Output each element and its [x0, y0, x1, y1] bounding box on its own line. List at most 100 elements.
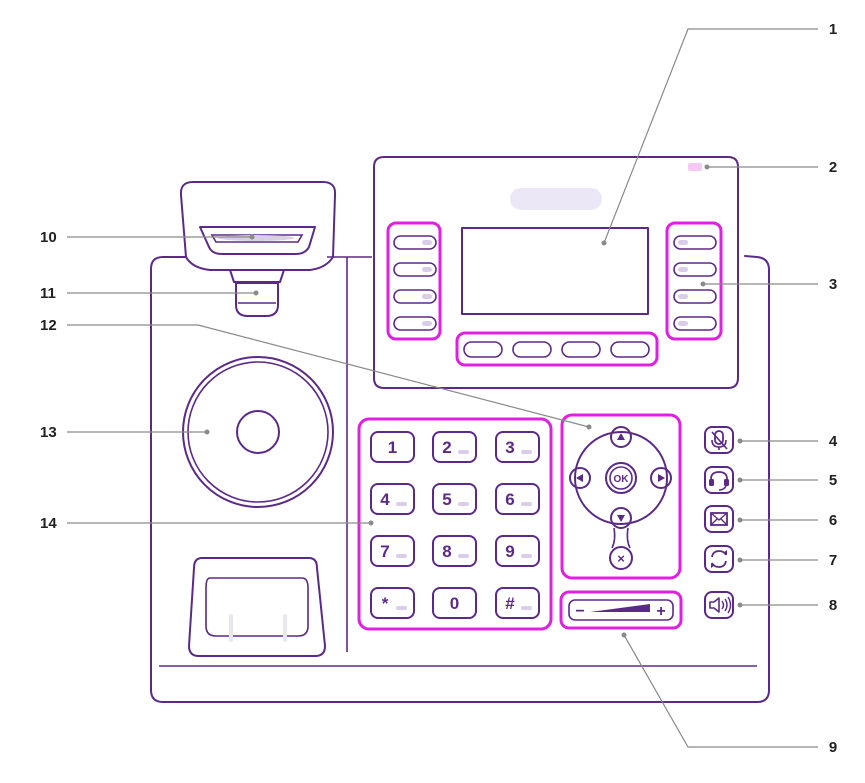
keypad-key-marker	[458, 502, 469, 506]
redial-icon	[711, 550, 727, 568]
cancel-button[interactable]: ×	[609, 546, 633, 570]
keypad-key-label: *	[382, 594, 389, 613]
callout-5: 5	[829, 472, 837, 489]
ok-label: OK	[614, 474, 630, 485]
keypad-key-label: 0	[450, 594, 459, 613]
keypad-key-1[interactable]: 1	[370, 431, 415, 463]
callout-6: 6	[829, 512, 837, 529]
keypad-key-8[interactable]: 8	[432, 535, 477, 567]
keypad-key-marker	[458, 554, 469, 558]
keypad-key-5[interactable]: 5	[432, 483, 477, 515]
nav-right-button[interactable]	[650, 467, 672, 489]
line-key[interactable]	[673, 289, 717, 304]
soft-key[interactable]	[610, 341, 650, 358]
speakerphone-button[interactable]	[704, 591, 734, 619]
cancel-icon: ×	[617, 551, 625, 566]
soft-keys	[455, 331, 659, 367]
callout-7: 7	[829, 552, 837, 569]
headset-button[interactable]	[704, 466, 734, 494]
keypad-key-label: 4	[380, 490, 390, 509]
keypad-key-marker	[396, 554, 407, 558]
keypad: 1 2 3 4 5 6 7 8 9 * 0 #	[357, 417, 553, 631]
message-button[interactable]	[704, 505, 734, 533]
keypad-key-marker	[458, 450, 469, 454]
volume-minus-icon: −	[575, 603, 584, 620]
soft-key[interactable]	[463, 341, 503, 358]
keypad-key-7[interactable]: 7	[370, 535, 415, 567]
callout-13: 13	[40, 424, 57, 441]
keypad-key-6[interactable]: 6	[495, 483, 540, 515]
volume-bar[interactable]: − +	[559, 590, 683, 630]
callout-14: 14	[40, 515, 57, 532]
function-keys	[704, 426, 734, 619]
keypad-key-marker	[521, 606, 532, 610]
arrow-left-icon	[576, 474, 583, 482]
headset-icon	[709, 471, 729, 491]
keypad-key-label: 2	[442, 438, 451, 457]
line-key[interactable]	[393, 235, 437, 250]
keypad-key-label: 9	[505, 542, 514, 561]
nav-down-button[interactable]	[610, 507, 632, 529]
arrow-down-icon	[617, 515, 625, 522]
line-key[interactable]	[673, 262, 717, 277]
lcd-screen	[461, 227, 649, 315]
keypad-key-marker	[521, 554, 532, 558]
line-key[interactable]	[673, 235, 717, 250]
callout-3: 3	[829, 276, 837, 293]
volume-wedge-icon	[590, 604, 650, 612]
callout-1: 1	[829, 21, 837, 38]
ok-button[interactable]	[605, 462, 637, 494]
keypad-key-label: 5	[442, 490, 451, 509]
soft-key[interactable]	[512, 341, 552, 358]
keypad-key-star[interactable]: *	[370, 587, 415, 619]
callout-8: 8	[829, 597, 837, 614]
callout-11: 11	[40, 285, 56, 302]
line-key[interactable]	[393, 316, 437, 331]
keypad-key-4[interactable]: 4	[370, 483, 415, 515]
keypad-key-marker	[521, 502, 532, 506]
keypad-key-label: 6	[505, 490, 514, 509]
line-keys-right	[665, 221, 723, 341]
keypad-key-9[interactable]: 9	[495, 535, 540, 567]
callout-labels: 1 2 3 4 5 6 7 8 9 10 11 12 13 14	[40, 21, 838, 756]
soft-key[interactable]	[561, 341, 601, 358]
keypad-key-marker	[396, 502, 407, 506]
callout-4: 4	[829, 433, 838, 450]
keypad-key-hash[interactable]: #	[495, 587, 540, 619]
keypad-key-2[interactable]: 2	[432, 431, 477, 463]
line-key[interactable]	[673, 316, 717, 331]
keypad-key-marker	[521, 450, 532, 454]
callout-2: 2	[829, 159, 837, 176]
keypad-key-label: #	[505, 594, 515, 613]
arrow-up-icon	[617, 433, 625, 440]
message-waiting-led	[688, 163, 702, 171]
keypad-key-label: 1	[388, 438, 397, 457]
line-key[interactable]	[393, 289, 437, 304]
arrow-right-icon	[658, 474, 665, 482]
keypad-key-0[interactable]: 0	[432, 587, 477, 619]
mute-button[interactable]	[704, 426, 734, 454]
keypad-key-3[interactable]: 3	[495, 431, 540, 463]
keypad-key-marker	[396, 606, 407, 610]
microphone-muted-icon	[711, 430, 728, 450]
screen-housing	[373, 156, 739, 389]
line-key[interactable]	[393, 262, 437, 277]
handset-hook	[179, 181, 337, 317]
keypad-key-label: 8	[442, 542, 451, 561]
volume-plus-icon: +	[656, 603, 665, 620]
leader-lines	[67, 28, 818, 748]
keypad-key-label: 7	[380, 542, 389, 561]
handset-rest	[188, 557, 326, 657]
redial-button[interactable]	[704, 545, 734, 573]
brand-logo-placeholder	[510, 188, 602, 210]
hookswitch-tab	[229, 269, 285, 283]
nav-left-button[interactable]	[569, 467, 591, 489]
callout-12: 12	[40, 317, 57, 334]
envelope-icon	[710, 512, 728, 526]
speaker-icon	[709, 596, 732, 614]
callout-10: 10	[40, 229, 57, 246]
nav-up-button[interactable]	[610, 426, 632, 448]
callout-9: 9	[829, 739, 837, 756]
